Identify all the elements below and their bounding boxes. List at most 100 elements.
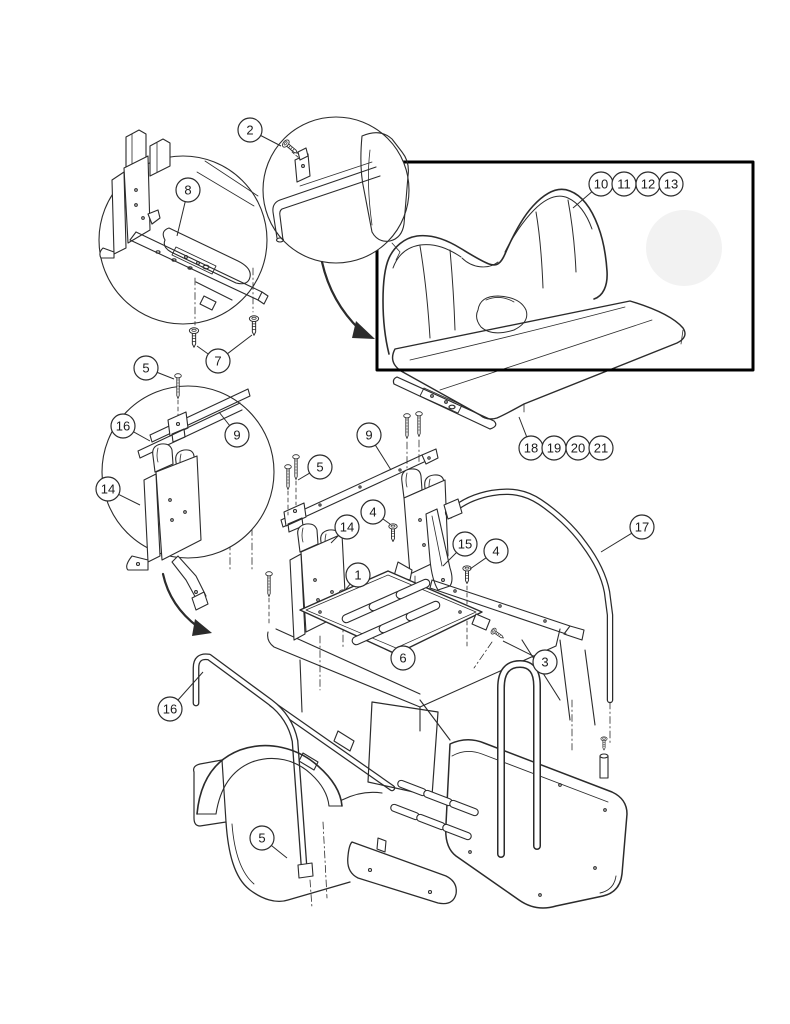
callout-circle [95, 476, 121, 502]
callout-circle [307, 454, 333, 480]
callout-number: 14 [101, 482, 115, 497]
callout-circle [133, 355, 159, 381]
seat-deck [267, 628, 596, 741]
callout-5-mid: 5 [297, 454, 333, 481]
screw [388, 523, 398, 543]
bracket-base-strip [129, 231, 269, 311]
callout-number: 11 [617, 177, 631, 192]
callout-number: 17 [635, 520, 649, 535]
callout-number: 1 [354, 568, 361, 583]
seat-bracket-left [126, 443, 209, 611]
floor-mount-post [599, 755, 609, 779]
callout-9-right: 9 [356, 422, 392, 471]
leader-line [297, 472, 310, 481]
floor-vent-slots [390, 779, 479, 841]
leader-line [133, 431, 151, 442]
leader-line [227, 334, 253, 355]
callout-circle [483, 538, 509, 564]
callout-circle [532, 649, 558, 675]
callout-14-left: 14 [95, 476, 141, 506]
callout-number: 8 [184, 183, 191, 198]
frame-bracket [294, 147, 311, 183]
callout-number: 21 [594, 441, 608, 456]
callout-circle [390, 645, 416, 671]
callout-number: 5 [316, 460, 323, 475]
callout-number: 6 [399, 651, 406, 666]
callout-5-lower: 5 [249, 825, 288, 859]
callout-number: 18 [524, 441, 538, 456]
callout-3: 3 [502, 640, 558, 675]
bolt [265, 571, 273, 598]
leader-line [345, 583, 351, 590]
callout-11: 11 [611, 171, 637, 197]
bolt [403, 413, 411, 440]
callout-circle [345, 562, 371, 588]
leader-line [600, 532, 633, 553]
body-side-panel [225, 821, 457, 905]
leader-line [330, 535, 339, 544]
callout-number: 16 [116, 419, 130, 434]
callout-number: 5 [142, 361, 149, 376]
bolt [284, 464, 292, 491]
leader-line [502, 640, 535, 658]
hip-restraint-tube [443, 488, 614, 745]
callout-number: 5 [258, 831, 265, 846]
callout-number: 2 [246, 123, 253, 138]
callout-number: 9 [365, 428, 372, 443]
leader-line [469, 557, 487, 570]
leader-line [177, 671, 204, 701]
grab-bar [497, 660, 541, 858]
leader-line [572, 191, 593, 209]
leader-line [518, 416, 528, 437]
leader-line [442, 552, 457, 567]
callout-circle [249, 825, 275, 851]
callout-16-upper: 16 [110, 413, 151, 442]
callout-circle [356, 422, 382, 448]
rail-detail-circle [101, 373, 275, 636]
callout-circle [334, 514, 360, 540]
callout-circle [157, 696, 183, 722]
callout-number: 20 [571, 441, 585, 456]
leader-line [118, 493, 141, 506]
bracket-detail-circle [98, 129, 269, 348]
leader-line [196, 345, 209, 355]
support-strut [425, 508, 453, 591]
callout-circle [658, 171, 684, 197]
leader-line [176, 201, 186, 237]
seatback-detail-circle [262, 116, 410, 339]
callout-circle [237, 117, 263, 143]
callout-14-mid: 14 [330, 514, 360, 544]
seat-mount-assembly [229, 411, 614, 745]
seat-detail-box [375, 160, 755, 430]
seatback-edge [360, 132, 409, 261]
seat-bottom-rail [392, 376, 497, 430]
alignment-lines [309, 699, 573, 909]
callout-circle [360, 499, 386, 525]
callout-16-lower: 16 [157, 671, 204, 722]
seatback-frame-bar [272, 161, 381, 243]
bolt [415, 411, 423, 438]
rear-footwell [390, 736, 628, 909]
callout-circle [588, 435, 614, 461]
cart-rear-body [192, 628, 628, 909]
callout-circle [175, 177, 201, 203]
callout-number: 9 [233, 428, 240, 443]
callout-19: 19 [541, 435, 567, 461]
callout-number: 13 [664, 177, 678, 192]
detail-rail-9 [149, 388, 251, 443]
leader-line [382, 518, 391, 525]
callout-number: 4 [492, 544, 499, 559]
callout-number: 14 [340, 520, 354, 535]
seat-hinge-bracket [99, 129, 171, 259]
screw [248, 315, 260, 336]
callout-7: 7 [196, 334, 253, 374]
callout-15: 15 [442, 531, 478, 567]
detail-arrow [320, 260, 375, 339]
left-fender [193, 744, 383, 827]
callout-10: 10 [572, 171, 614, 209]
bolt [292, 454, 300, 481]
callout-1: 1 [345, 562, 371, 590]
callout-circle [629, 514, 655, 540]
callout-9-left: 9 [218, 411, 250, 448]
bench-seat [382, 188, 686, 420]
